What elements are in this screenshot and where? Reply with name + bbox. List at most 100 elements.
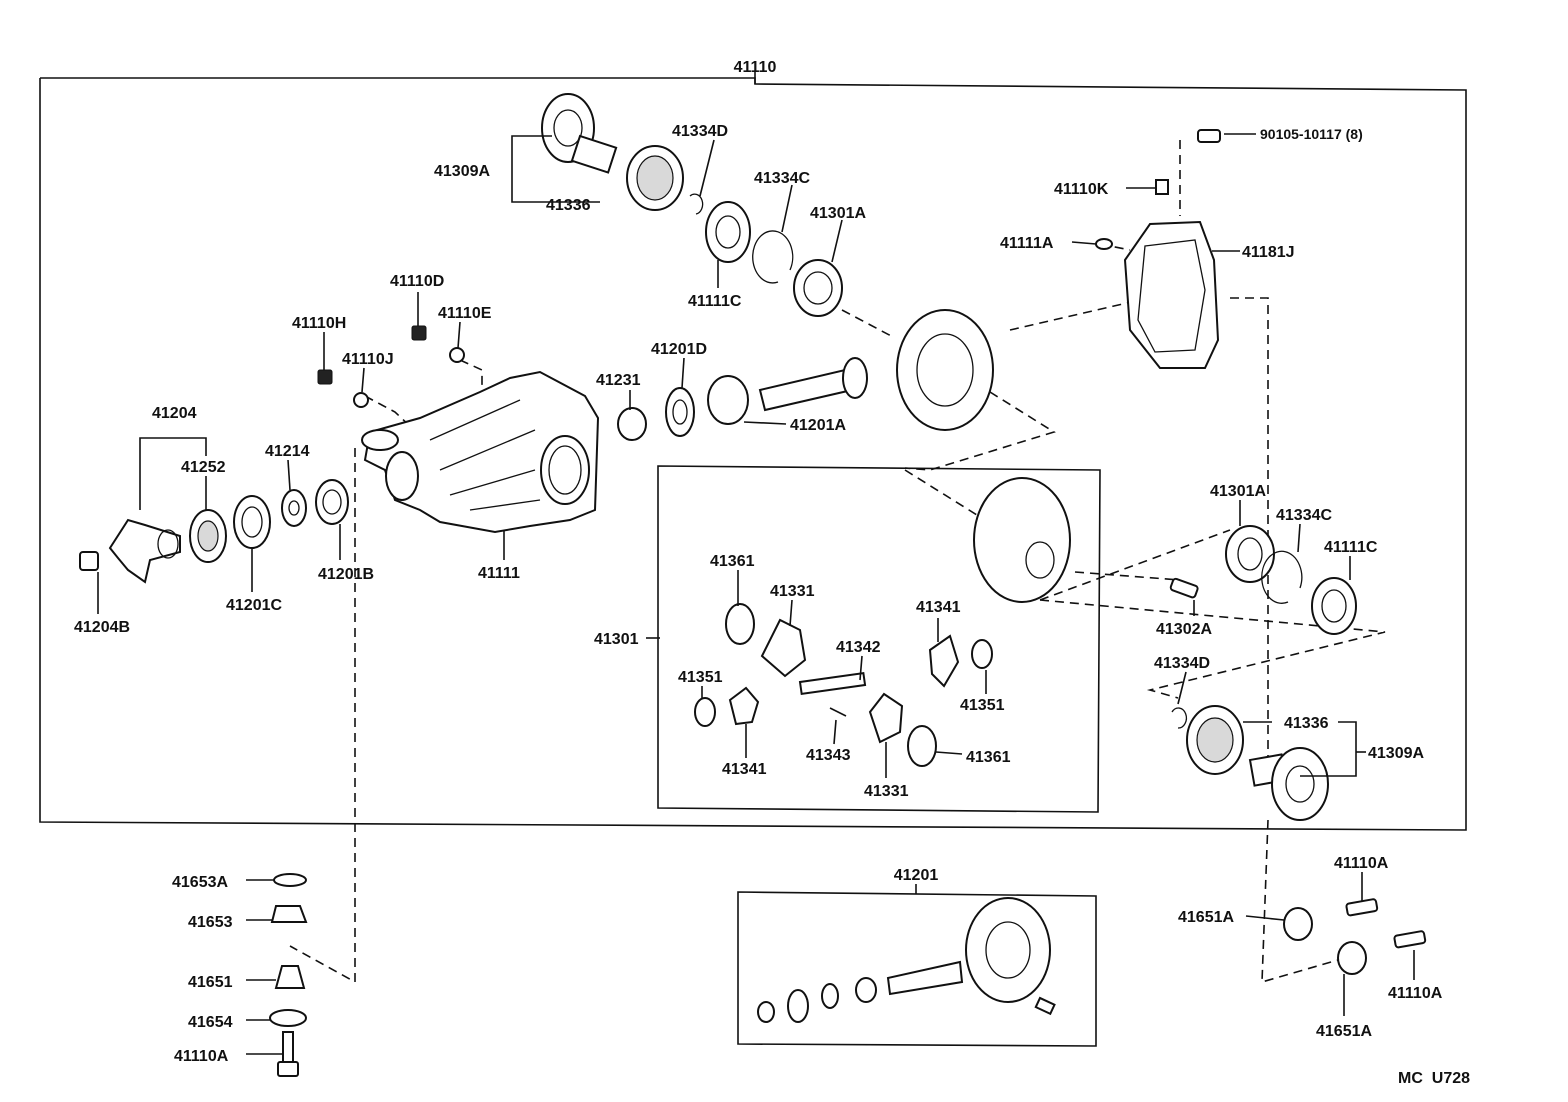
label-41361-a: 41361 bbox=[710, 553, 755, 570]
label-41653A: 41653A bbox=[172, 874, 228, 891]
label-41231: 41231 bbox=[596, 372, 641, 389]
label-90105-10117: 90105-10117 (8) bbox=[1260, 126, 1363, 142]
assembly-frame-41110 bbox=[39, 72, 1467, 831]
axle-shaft-41309A-top bbox=[541, 93, 618, 174]
oil-seal-41252 bbox=[189, 509, 227, 563]
label-41361-b: 41361 bbox=[966, 749, 1011, 766]
side-gear-41331-b bbox=[868, 692, 904, 744]
cushion-41653 bbox=[270, 905, 308, 923]
label-41651: 41651 bbox=[188, 974, 233, 991]
companion-flange-41204 bbox=[108, 518, 181, 584]
label-41302A: 41302A bbox=[1156, 621, 1212, 638]
axle-shaft-41309A-right bbox=[1248, 747, 1329, 821]
snap-ring-41334D-right bbox=[1171, 707, 1188, 729]
washer-41653A bbox=[273, 873, 307, 887]
label-41111C-right: 41111C bbox=[1324, 539, 1378, 556]
cushion-41651A-lower bbox=[1337, 941, 1367, 975]
label-41111C-top: 41111C bbox=[688, 293, 742, 310]
bearing-41201C bbox=[233, 495, 271, 549]
label-41201C: 41201C bbox=[226, 597, 282, 614]
ring-pinion-kit-frame-41201 bbox=[737, 891, 1097, 1047]
pinion-gear-41341-a bbox=[928, 634, 960, 688]
label-41351-a: 41351 bbox=[678, 669, 723, 686]
bearing-41201B bbox=[315, 479, 349, 525]
retainer-41654 bbox=[269, 1009, 307, 1027]
carrier-housing-41111 bbox=[361, 370, 600, 534]
label-41110J: 41110J bbox=[342, 351, 394, 368]
breather-41110K bbox=[1155, 179, 1169, 195]
pin-41111A bbox=[1095, 238, 1113, 250]
label-41110A-right-2: 41110A bbox=[1388, 985, 1443, 1002]
label-41336-top: 41336 bbox=[546, 197, 591, 214]
thrust-washer-41361-a bbox=[725, 603, 755, 645]
bearing-41301A-top bbox=[793, 259, 843, 317]
thrust-washer-41351-a bbox=[971, 639, 993, 669]
footer-code: MC U728 bbox=[1398, 1070, 1470, 1087]
leader-lines bbox=[97, 133, 1415, 1055]
label-41110: 41110 bbox=[734, 59, 777, 76]
kit-parts-41201 bbox=[757, 897, 1056, 1023]
label-41201D: 41201D bbox=[651, 341, 707, 358]
label-41342: 41342 bbox=[836, 639, 881, 656]
label-41334D-right: 41334D bbox=[1154, 655, 1210, 672]
label-41301A-top: 41301A bbox=[810, 205, 866, 222]
label-41110D: 41110D bbox=[390, 273, 444, 290]
label-41110A-bottom-left: 41110A bbox=[174, 1048, 229, 1065]
label-41331-a: 41331 bbox=[770, 583, 815, 600]
label-41111A: 41111A bbox=[1000, 235, 1054, 252]
label-41336-right: 41336 bbox=[1284, 715, 1329, 732]
label-41110E: 41110E bbox=[438, 305, 492, 322]
label-41201A: 41201A bbox=[790, 417, 846, 434]
label-41651A-2: 41651A bbox=[1316, 1023, 1372, 1040]
label-41653: 41653 bbox=[188, 914, 233, 931]
label-41351-b: 41351 bbox=[960, 697, 1005, 714]
bearing-41111C-top bbox=[705, 201, 751, 263]
spacer-41214 bbox=[281, 489, 307, 527]
pinion-shaft-41342 bbox=[798, 671, 867, 696]
label-41331-b: 41331 bbox=[864, 783, 909, 800]
label-41654: 41654 bbox=[188, 1014, 233, 1031]
bearing-41301A-right bbox=[1225, 525, 1275, 583]
differential-case bbox=[973, 477, 1071, 603]
oil-seal-41336-right bbox=[1186, 705, 1244, 775]
label-41181J: 41181J bbox=[1242, 244, 1295, 261]
label-41110A-right-1: 41110A bbox=[1334, 855, 1389, 872]
drive-pinion-41201A bbox=[707, 357, 868, 425]
bolt-90105-10117 bbox=[1197, 129, 1221, 143]
label-41214: 41214 bbox=[265, 443, 310, 460]
plug-41110D bbox=[411, 325, 427, 341]
ring-gear-top bbox=[896, 309, 994, 431]
pin-41343 bbox=[829, 707, 847, 717]
gasket-41110E bbox=[449, 347, 465, 363]
label-41343: 41343 bbox=[806, 747, 851, 764]
snap-ring-41334C-right bbox=[1261, 550, 1303, 604]
washer-41201D bbox=[665, 387, 695, 437]
label-41334D-top: 41334D bbox=[672, 123, 728, 140]
part-labels: 41110 41309A 41336 41334D 41334C 41301A … bbox=[74, 59, 1470, 1087]
label-41204B: 41204B bbox=[74, 619, 130, 636]
snap-ring-41334D-top bbox=[689, 193, 704, 215]
thrust-washer-41361-b bbox=[907, 725, 937, 767]
bearing-41111C-right bbox=[1311, 577, 1357, 635]
label-41201B: 41201B bbox=[318, 566, 374, 583]
rear-cover-41181J bbox=[1123, 220, 1220, 369]
label-41111: 41111 bbox=[478, 565, 520, 582]
pinion-gear-41341-b bbox=[728, 686, 760, 726]
label-41651A-1: 41651A bbox=[1178, 909, 1234, 926]
label-41301A-right: 41301A bbox=[1210, 483, 1266, 500]
label-41204: 41204 bbox=[152, 405, 197, 422]
label-41252: 41252 bbox=[181, 459, 226, 476]
snap-ring-41334C-top bbox=[752, 230, 794, 284]
label-41309A-right: 41309A bbox=[1368, 745, 1424, 762]
label-41341-a: 41341 bbox=[916, 599, 961, 616]
gasket-41110J bbox=[353, 392, 369, 408]
thrust-washer-41351-b bbox=[694, 697, 716, 727]
bolt-41110A-right-lower bbox=[1393, 930, 1427, 949]
label-41334C-top: 41334C bbox=[754, 170, 810, 187]
label-41301: 41301 bbox=[594, 631, 639, 648]
label-41341-b: 41341 bbox=[722, 761, 767, 778]
label-41201: 41201 bbox=[894, 867, 939, 884]
oil-seal-41336-top bbox=[626, 145, 684, 211]
assembly-dashed-lines bbox=[289, 140, 1386, 984]
